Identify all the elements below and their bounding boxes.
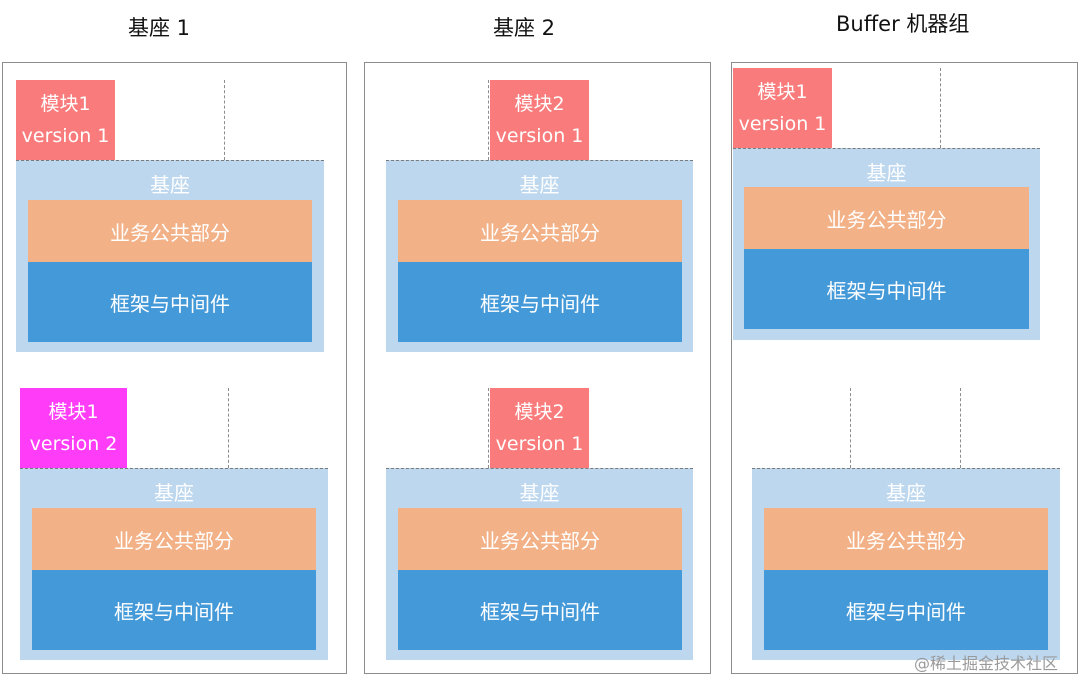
module-name: 模块1 [757,81,808,103]
module-1-version-1: 模块1 version 1 [733,68,832,148]
watermark: @稀土掘金技术社区 [914,654,1059,673]
module-name: 模块2 [514,93,565,115]
dashed-connector [850,388,851,468]
framework-middleware-block: 框架与中间件 [32,570,316,650]
base-label: 基座 [519,481,560,505]
dashed-connector [960,388,961,468]
business-common-block: 业务公共部分 [32,508,316,570]
column-title-base2: 基座 2 [493,16,556,40]
module-name: 模块1 [40,93,91,115]
business-common-block: 业务公共部分 [398,508,682,570]
dashed-connector [940,68,941,148]
framework-middleware-block: 框架与中间件 [764,570,1048,650]
base-block: 基座 业务公共部分 框架与中间件 [733,148,1040,340]
framework-middleware-block: 框架与中间件 [398,570,682,650]
base-block: 基座 业务公共部分 框架与中间件 [16,160,324,352]
base-label: 基座 [154,481,194,505]
module-version: version 1 [495,433,584,455]
business-common-block: 业务公共部分 [744,187,1029,249]
base-label: 基座 [150,173,190,197]
module-version: version 1 [495,125,584,147]
module-version: version 2 [29,433,118,455]
framework-middleware-block: 框架与中间件 [28,262,312,342]
business-common-block: 业务公共部分 [764,508,1048,570]
module-2-version-1: 模块2 version 1 [490,80,589,160]
module-version: version 1 [21,125,110,147]
dashed-connector [488,80,489,160]
column-title-base1: 基座 1 [128,16,191,40]
base-label: 基座 [886,481,926,505]
module-2-version-1: 模块2 version 1 [490,388,589,468]
base-block: 基座 业务公共部分 框架与中间件 [752,468,1060,660]
base-label: 基座 [519,173,560,197]
module-1-version-2: 模块1 version 2 [20,388,127,468]
module-1-version-1: 模块1 version 1 [16,80,115,160]
module-version: version 1 [738,113,827,135]
dashed-connector [224,80,225,160]
dashed-connector [488,388,489,468]
module-name: 模块1 [48,401,99,423]
framework-middleware-block: 框架与中间件 [744,249,1029,329]
base-block: 基座 业务公共部分 框架与中间件 [386,468,693,660]
base-block: 基座 业务公共部分 框架与中间件 [386,160,693,352]
base-label: 基座 [866,161,907,185]
business-common-block: 业务公共部分 [398,200,682,262]
column-title-buffer: Buffer 机器组 [836,12,970,36]
base-block: 基座 业务公共部分 框架与中间件 [20,468,328,660]
framework-middleware-block: 框架与中间件 [398,262,682,342]
dashed-connector [228,388,229,468]
business-common-block: 业务公共部分 [28,200,312,262]
module-name: 模块2 [514,401,565,423]
